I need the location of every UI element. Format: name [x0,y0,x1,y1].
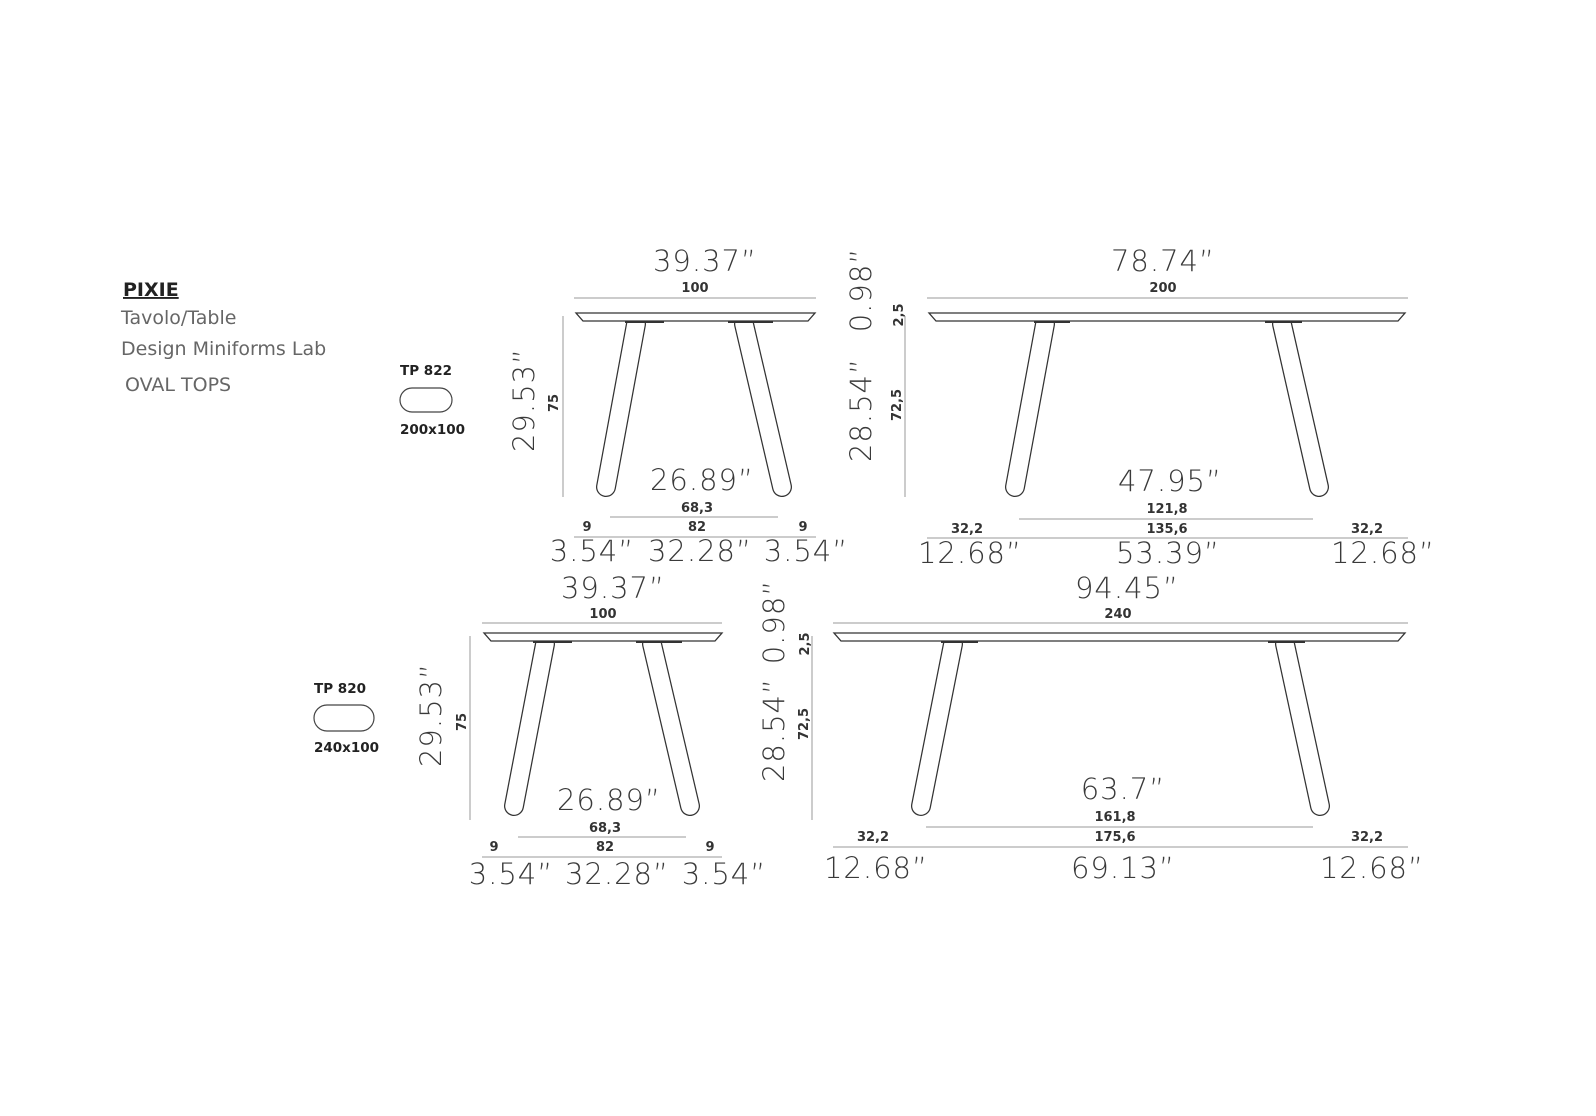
model-size: 240x100 [314,740,379,756]
dim-label: 32.28” [648,534,752,568]
table-leg [912,635,962,815]
dim-label: 32.28” [565,857,669,891]
dim-label: 75 [455,713,470,731]
dim-label: 3.54” [550,534,635,568]
dim-label: 100 [681,281,708,296]
dim-label: 72,5 [797,708,812,740]
dim-label: 82 [596,840,614,855]
model-tp822-label: TP 822 200x100 [399,363,465,438]
table-top [832,632,1407,642]
dim-label: 200 [1149,281,1176,296]
dim-label: 12.68” [918,536,1022,570]
tp822-front-view: 78.74” 200 47.95” 121,8 32,2 135,6 32,2 … [918,244,1435,570]
dim-label: 32,2 [1351,830,1383,845]
product-type: Tavolo/Table [120,307,236,329]
dim-label: 28.54” [757,678,791,782]
dim-label: 94.45” [1075,571,1179,605]
dim-label: 32,2 [951,522,983,537]
dim-label: 32,2 [1351,522,1383,537]
tp822-side-view: 39.37” 100 29.53” 75 26.89” 68,3 9 82 9 … [507,244,907,568]
model-code: TP 820 [314,681,366,697]
dim-label: 240 [1104,607,1131,622]
dim-label: 63.7” [1081,772,1166,806]
dim-label: 26.89” [557,783,661,817]
oval-top-icon [399,387,453,413]
dim-label: 39.37” [561,571,665,605]
dim-label: 2,5 [892,303,907,326]
dim-label: 0.98” [757,580,791,665]
dim-label: 12.68” [1320,851,1424,885]
model-tp820-label: TP 820 240x100 [313,681,379,756]
dim-label: 68,3 [589,821,621,836]
model-size: 200x100 [400,422,465,438]
dim-label: 3.54” [764,534,849,568]
dim-label: 78.74” [1111,244,1215,278]
model-code: TP 822 [400,363,452,379]
dim-label: 135,6 [1146,522,1187,537]
dim-label: 2,5 [798,632,813,655]
dim-label: 121,8 [1146,502,1187,517]
dim-label: 9 [582,520,591,535]
dim-label: 161,8 [1094,810,1135,825]
dim-label: 29.53” [507,348,541,452]
designer: Design Miniforms Lab [121,338,326,360]
table-leg [1006,315,1054,496]
product-name: PIXIE [123,279,179,301]
dim-label: 9 [798,520,807,535]
dim-label: 175,6 [1094,830,1135,845]
dim-label: 12.68” [824,851,928,885]
dim-label: 3.54” [469,857,554,891]
dim-label: 12.68” [1331,536,1435,570]
dim-label: 68,3 [681,501,713,516]
dim-label: 26.89” [650,463,754,497]
table-leg [1273,315,1328,496]
dim-label: 0.98” [844,248,878,333]
dim-label: 9 [705,840,714,855]
dim-label: 69.13” [1071,851,1175,885]
table-leg [643,635,699,815]
dim-label: 3.54” [682,857,767,891]
table-top [574,312,817,322]
dim-label: 100 [589,607,616,622]
collection: OVAL TOPS [125,374,231,396]
dim-label: 32,2 [857,830,889,845]
table-top [927,312,1407,322]
dim-label: 82 [688,520,706,535]
oval-top-icon [313,704,375,732]
dim-label: 75 [547,394,562,412]
dim-label: 53.39” [1116,536,1220,570]
tp820-front-view: 94.45” 240 63.7” 161,8 32,2 175,6 32,2 1… [824,571,1424,885]
dim-label: 39.37” [653,244,757,278]
table-leg [597,315,645,496]
dim-label: 9 [489,840,498,855]
table-top [482,632,724,642]
table-leg [735,315,791,496]
table-leg [505,635,554,815]
table-leg [1276,635,1329,815]
dim-label: 47.95” [1118,464,1222,498]
dim-label: 29.53” [414,663,448,767]
tp820-side-view: 39.37” 100 29.53” 75 26.89” 68,3 9 82 9 … [414,571,813,891]
dim-label: 72,5 [890,389,905,421]
dim-label: 28.54” [844,358,878,462]
